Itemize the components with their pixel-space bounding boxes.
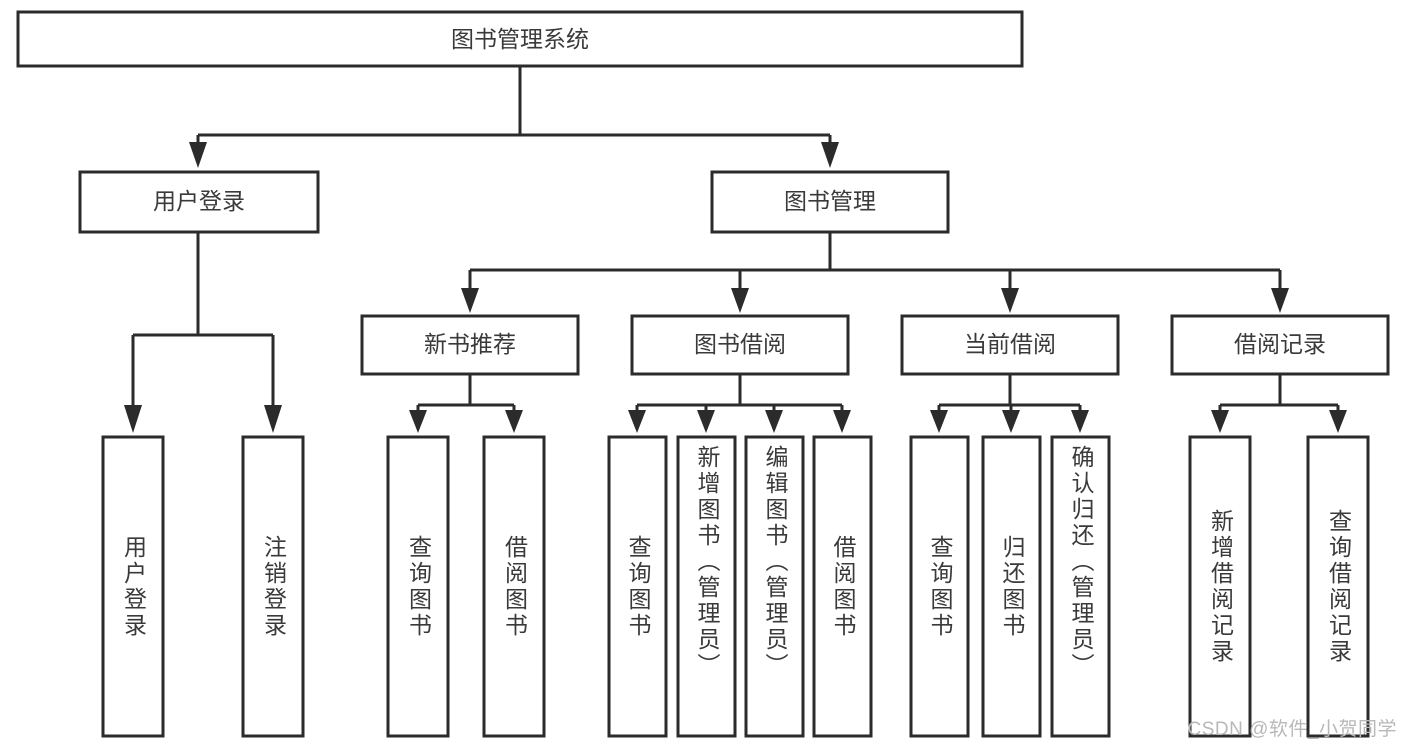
node-borrow-records[interactable]: 借阅记录: [1170, 314, 1390, 376]
node-leaf-query-borrow-record-rect[interactable]: [1306, 435, 1370, 738]
node-book-management-label: 图书管理: [784, 188, 876, 214]
arrow-root-to-user-login: [189, 142, 207, 168]
node-leaf-user-login-rect[interactable]: [101, 435, 165, 738]
node-user-login[interactable]: 用户登录: [78, 170, 320, 234]
arrow-bm-to-borrow-records: [1271, 288, 1289, 313]
node-current-borrow-label: 当前借阅: [964, 331, 1056, 357]
node-leaf-query-book-current-rect[interactable]: [909, 435, 970, 738]
node-borrow-records-label: 借阅记录: [1234, 331, 1326, 357]
arrow-nbr-leaf-2: [505, 410, 523, 433]
node-book-management[interactable]: 图书管理: [710, 170, 950, 234]
node-leaf-edit-book-admin-rect[interactable]: [744, 435, 805, 738]
node-leaf-confirm-return-admin-rect[interactable]: [1050, 435, 1111, 738]
node-borrow-records-rect[interactable]: [1170, 314, 1390, 376]
node-user-login-rect[interactable]: [78, 170, 320, 234]
node-user-login-label: 用户登录: [153, 188, 245, 214]
csdn-watermark: CSDN @软件_小贺同学: [1187, 719, 1397, 740]
node-current-borrow[interactable]: 当前借阅: [900, 314, 1120, 376]
arrow-root-to-book-management: [821, 142, 839, 168]
arrow-cb-leaf-2: [1002, 410, 1020, 433]
node-layer: 图书管理系统 用户登录 图书管理 新书推荐 图书借阅 当前: [16, 10, 1390, 738]
node-leaf-logout-rect[interactable]: [241, 435, 305, 738]
arrow-bb-leaf-4: [833, 410, 851, 433]
arrow-bb-leaf-3: [765, 410, 783, 433]
node-leaf-borrow-book-rect[interactable]: [812, 435, 873, 738]
arrow-nbr-leaf-1: [409, 410, 427, 433]
arrow-bm-to-book-borrow: [731, 288, 749, 313]
node-leaf-query-book-borrow-rect[interactable]: [607, 435, 668, 738]
node-leaf-query-book-recommend-rect[interactable]: [386, 435, 450, 738]
arrow-bm-to-current-borrow: [1001, 288, 1019, 313]
node-new-book-recommend[interactable]: 新书推荐: [360, 314, 580, 376]
node-new-book-recommend-rect[interactable]: [360, 314, 580, 376]
arrow-cb-leaf-3: [1071, 410, 1089, 433]
node-book-borrow-rect[interactable]: [630, 314, 850, 376]
arrow-br-leaf-2: [1329, 410, 1347, 433]
arrow-bm-to-new-book-recommend: [461, 288, 479, 313]
arrow-br-leaf-1: [1211, 410, 1229, 433]
arrow-cb-leaf-1: [930, 410, 948, 433]
arrow-user-login-leaf-2: [264, 405, 282, 433]
node-book-borrow-label: 图书借阅: [694, 331, 786, 357]
arrow-bb-leaf-2: [697, 410, 715, 433]
node-leaf-add-borrow-record-rect[interactable]: [1188, 435, 1252, 738]
arrow-bb-leaf-1: [628, 410, 646, 433]
node-new-book-recommend-label: 新书推荐: [424, 331, 516, 357]
arrow-user-login-leaf-1: [124, 405, 142, 433]
node-root[interactable]: 图书管理系统: [16, 10, 1024, 68]
node-root-label: 图书管理系统: [451, 26, 589, 52]
node-leaf-return-book-rect[interactable]: [981, 435, 1042, 738]
node-root-rect[interactable]: [16, 10, 1024, 68]
edge-layer: [124, 66, 1347, 433]
node-leaf-add-book-admin-rect[interactable]: [676, 435, 737, 738]
node-current-borrow-rect[interactable]: [900, 314, 1120, 376]
node-book-management-rect[interactable]: [710, 170, 950, 234]
node-book-borrow[interactable]: 图书借阅: [630, 314, 850, 376]
node-leaf-borrow-book-recommend-rect[interactable]: [482, 435, 546, 738]
